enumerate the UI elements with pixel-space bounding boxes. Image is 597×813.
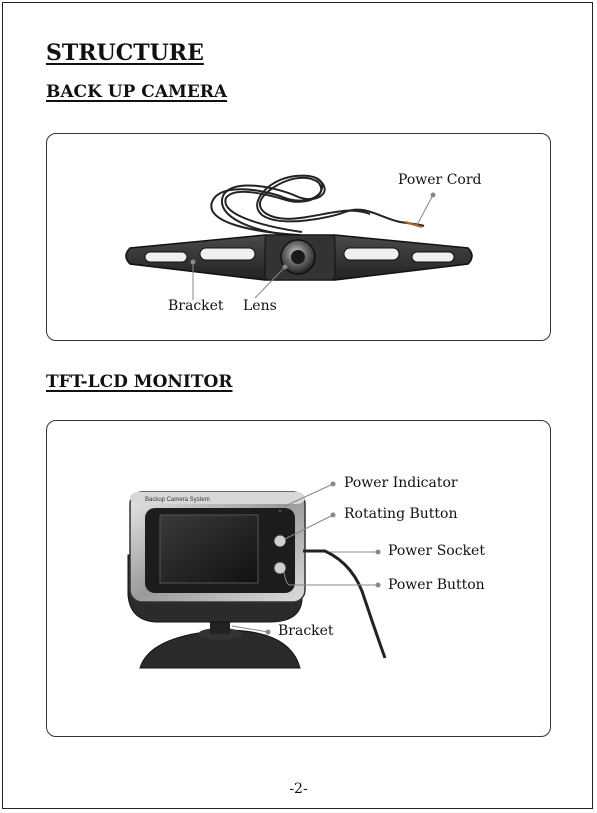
power-indicator-led [279, 510, 282, 513]
power-button-label: Power Button [388, 577, 485, 593]
power-cable [303, 551, 385, 658]
power-indicator-label: Power Indicator [344, 475, 458, 491]
monitor-bracket-label: Bracket [278, 623, 334, 639]
monitor-screen [160, 515, 258, 583]
rotating-button-shape [274, 535, 286, 547]
power-socket-label: Power Socket [388, 543, 485, 559]
rotating-button-label: Rotating Button [344, 506, 457, 522]
page-number: -2- [0, 781, 597, 797]
monitor-brand-text: Backup Camera System [145, 497, 210, 503]
